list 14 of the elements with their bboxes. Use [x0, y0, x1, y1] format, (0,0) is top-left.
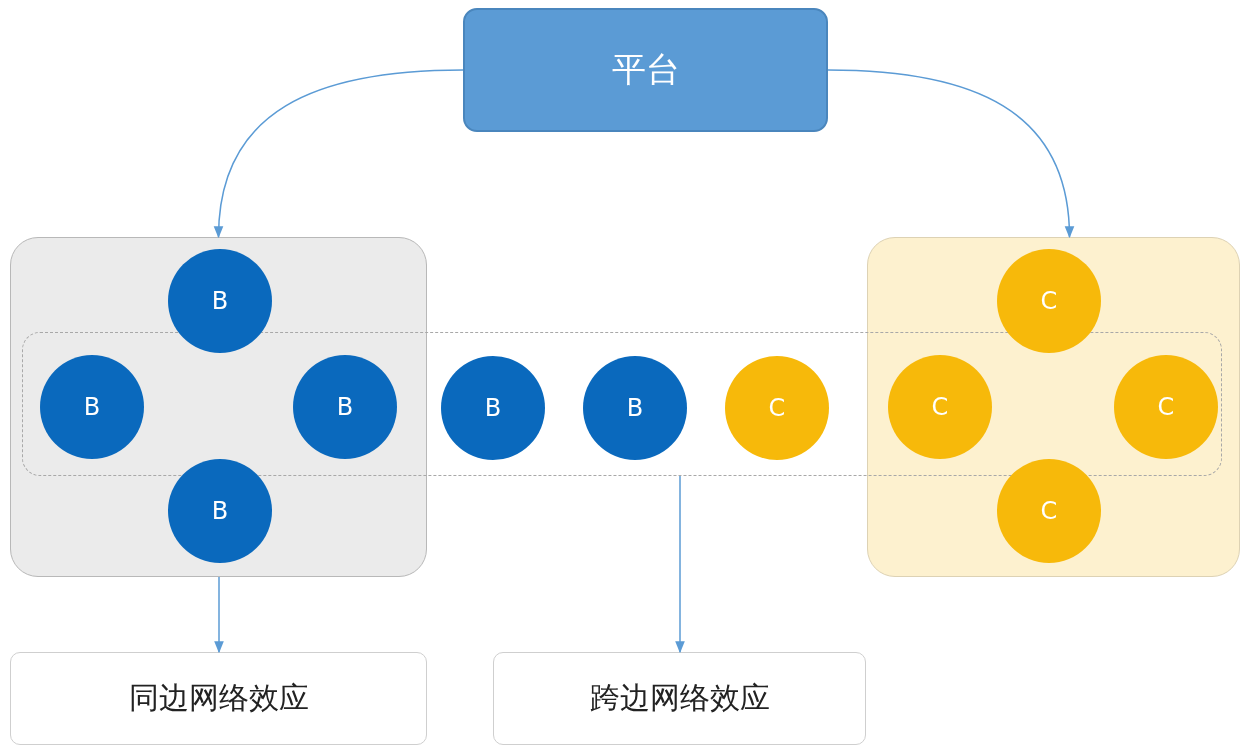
platform-box: 平台: [463, 8, 828, 132]
arrow: [827, 69, 1074, 239]
circle-node: C: [997, 249, 1101, 353]
arrow: [675, 475, 685, 654]
effect-box: 同边网络效应: [10, 652, 427, 745]
circle-node: B: [168, 459, 272, 563]
circle-node: C: [997, 459, 1101, 563]
circle-node: B: [441, 356, 545, 460]
effect-box: 跨边网络效应: [493, 652, 866, 745]
arrow: [214, 576, 224, 654]
circle-node: B: [168, 249, 272, 353]
arrow: [214, 69, 464, 239]
circle-node: C: [725, 356, 829, 460]
circle-node: B: [583, 356, 687, 460]
